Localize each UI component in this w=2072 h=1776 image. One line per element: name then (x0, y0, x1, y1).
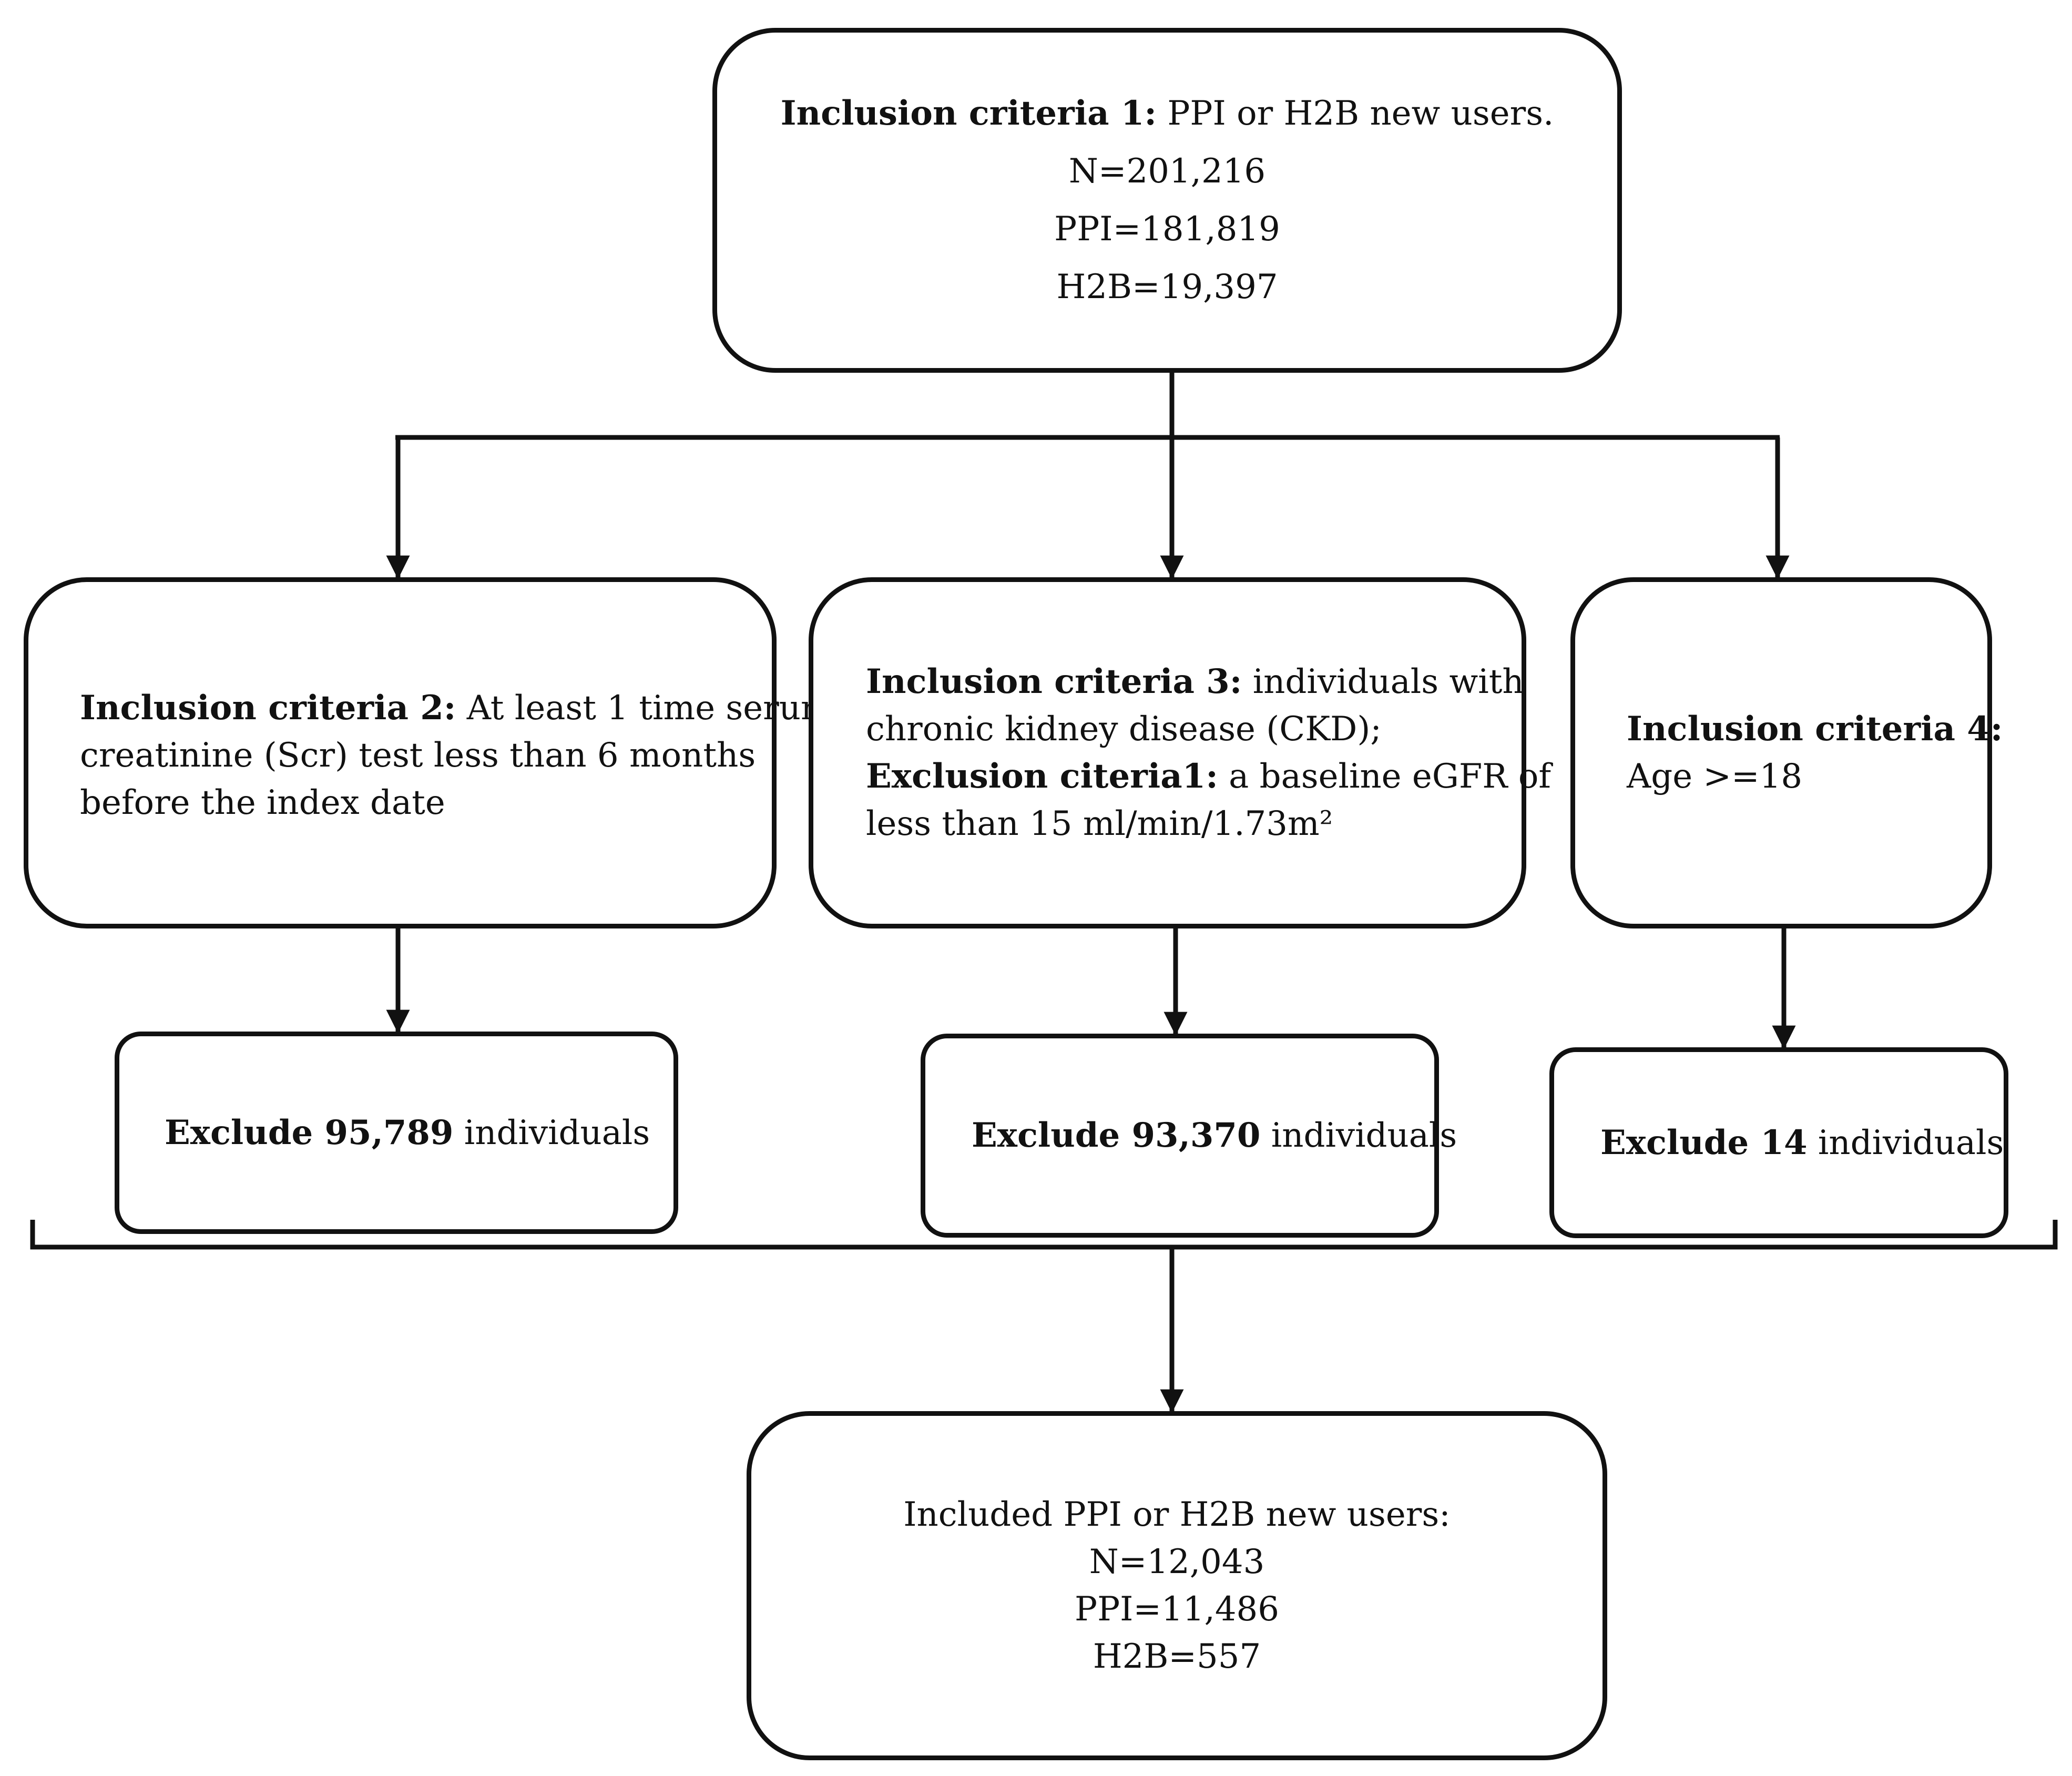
exclude-2-count: Exclude 93,370 (972, 1116, 1261, 1155)
inclusion-criteria-1-text: PPI or H2B new users. (1156, 94, 1554, 133)
final-h2b: H2B=557 (1093, 1637, 1261, 1676)
merge-bracket (30, 1220, 2058, 1250)
inclusion-criteria-1-box: Inclusion criteria 1: PPI or H2B new use… (712, 28, 1622, 373)
exclude-1-text: Exclude 95,789 individuals (165, 1109, 650, 1157)
inclusion-criteria-3-heading: Inclusion criteria 3: (866, 662, 1242, 701)
inclusion-criteria-2-line-3: before the index date (80, 783, 445, 822)
inclusion-criteria-3-line-2: chronic kidney disease (CKD); (866, 710, 1382, 749)
final-included-box: Included PPI or H2B new users: N=12,043 … (747, 1411, 1607, 1760)
exclusion-criteria-1-heading: Exclusion citeria1: (866, 757, 1218, 796)
exclude-1-suffix: individuals (453, 1113, 650, 1152)
final-title: Included PPI or H2B new users: (903, 1495, 1451, 1534)
inclusion-criteria-3-text-1: individuals with (1242, 662, 1524, 701)
inclusion-criteria-1-h2b: H2B=19,397 (1056, 268, 1278, 307)
exclude-3-text: Exclude 14 individuals (1600, 1119, 2004, 1167)
exclude-box-2: Exclude 93,370 individuals (921, 1034, 1457, 1238)
exclusion-criteria-1-line-2: less than 15 ml/min/1.73m² (866, 804, 1333, 843)
inclusion-criteria-1-heading: Inclusion criteria 1: (780, 94, 1157, 133)
inclusion-criteria-4-box: Inclusion criteria 4: Age >=18 (1570, 577, 2003, 928)
inclusion-criteria-2-line-2: creatinine (Scr) test less than 6 months (80, 736, 756, 775)
inclusion-criteria-3-line-1: Inclusion criteria 3: individuals with (866, 658, 1524, 706)
exclude-3-suffix: individuals (1807, 1123, 2004, 1162)
exclude-3-count: Exclude 14 (1600, 1122, 1808, 1162)
exclude-box-1: Exclude 95,789 individuals (115, 1032, 678, 1234)
inclusion-criteria-1-total: N=201,216 (1068, 152, 1266, 191)
inclusion-criteria-4-heading: Inclusion criteria 4: (1627, 709, 2003, 749)
inclusion-criteria-2-text-1: At least 1 time serum (456, 689, 833, 728)
final-total: N=12,043 (1089, 1543, 1265, 1581)
inclusion-criteria-2-line-1: Inclusion criteria 2: At least 1 time se… (80, 685, 833, 732)
inclusion-criteria-1-ppi: PPI=181,819 (1054, 210, 1280, 249)
inclusion-criteria-3-box: Inclusion criteria 3: individuals with c… (809, 577, 1551, 928)
exclusion-criteria-1-text: a baseline eGFR of (1218, 757, 1552, 796)
exclude-2-suffix: individuals (1260, 1116, 1457, 1155)
exclude-box-3: Exclude 14 individuals (1549, 1047, 2008, 1238)
exclusion-criteria-1-line: Exclusion citeria1: a baseline eGFR of (866, 753, 1551, 800)
inclusion-criteria-1-line: Inclusion criteria 1: PPI or H2B new use… (781, 90, 1554, 137)
final-ppi: PPI=11,486 (1075, 1590, 1279, 1629)
inclusion-criteria-2-box: Inclusion criteria 2: At least 1 time se… (24, 577, 833, 928)
exclude-2-text: Exclude 93,370 individuals (972, 1112, 1457, 1159)
inclusion-criteria-2-heading: Inclusion criteria 2: (80, 688, 456, 728)
inclusion-criteria-4-age: Age >=18 (1627, 757, 1803, 796)
exclude-1-count: Exclude 95,789 (165, 1112, 454, 1152)
